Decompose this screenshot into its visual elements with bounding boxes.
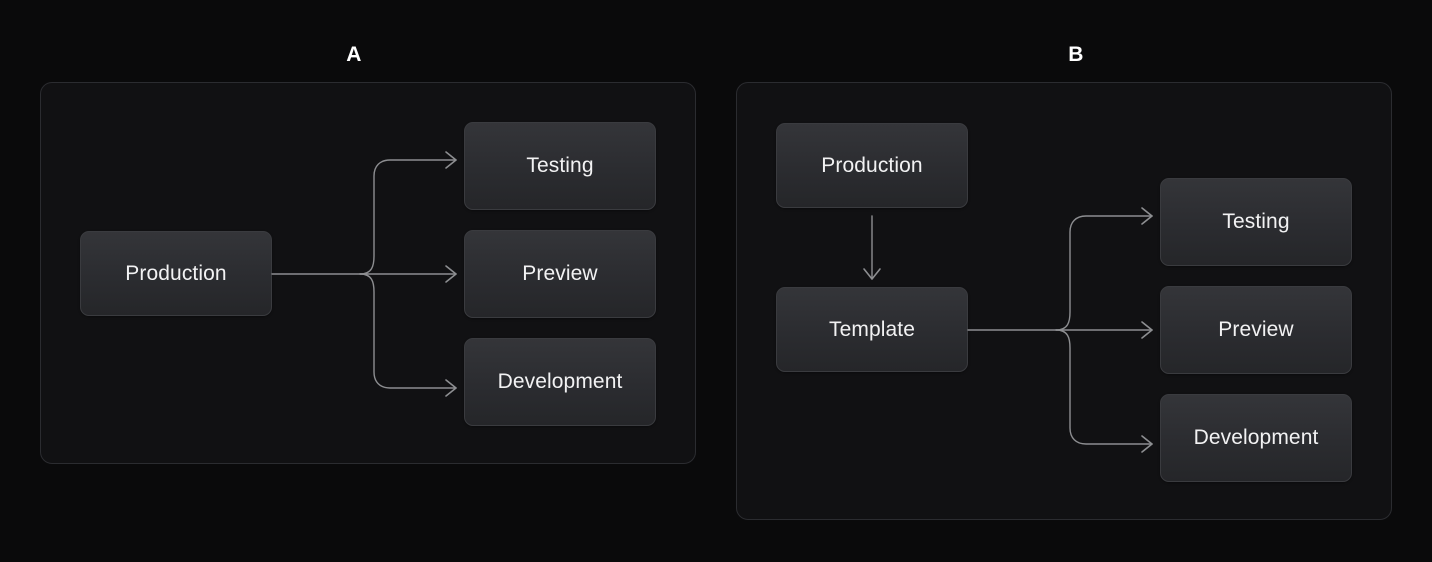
node-label: Template <box>828 317 915 341</box>
node-preview-b[interactable]: Preview <box>1160 286 1352 374</box>
node-label: Production <box>821 153 923 177</box>
node-label: Preview <box>1218 318 1294 341</box>
node-development-b[interactable]: Development <box>1160 394 1352 482</box>
node-label: Testing <box>1222 210 1290 233</box>
node-testing-b[interactable]: Testing <box>1160 178 1352 266</box>
node-label: Production <box>125 261 227 285</box>
node-testing-a[interactable]: Testing <box>464 122 656 210</box>
node-development-a[interactable]: Development <box>464 338 656 426</box>
node-label: Development <box>1193 426 1319 449</box>
node-production-a[interactable]: Production <box>80 231 272 316</box>
node-label: Preview <box>522 262 598 285</box>
node-label: Testing <box>526 154 594 177</box>
node-template-b[interactable]: Template <box>776 287 968 372</box>
panel-b-label: B <box>1068 43 1084 66</box>
node-label: Development <box>497 370 623 393</box>
panel-a-label: A <box>346 43 362 66</box>
node-production-b[interactable]: Production <box>776 123 968 208</box>
node-preview-a[interactable]: Preview <box>464 230 656 318</box>
